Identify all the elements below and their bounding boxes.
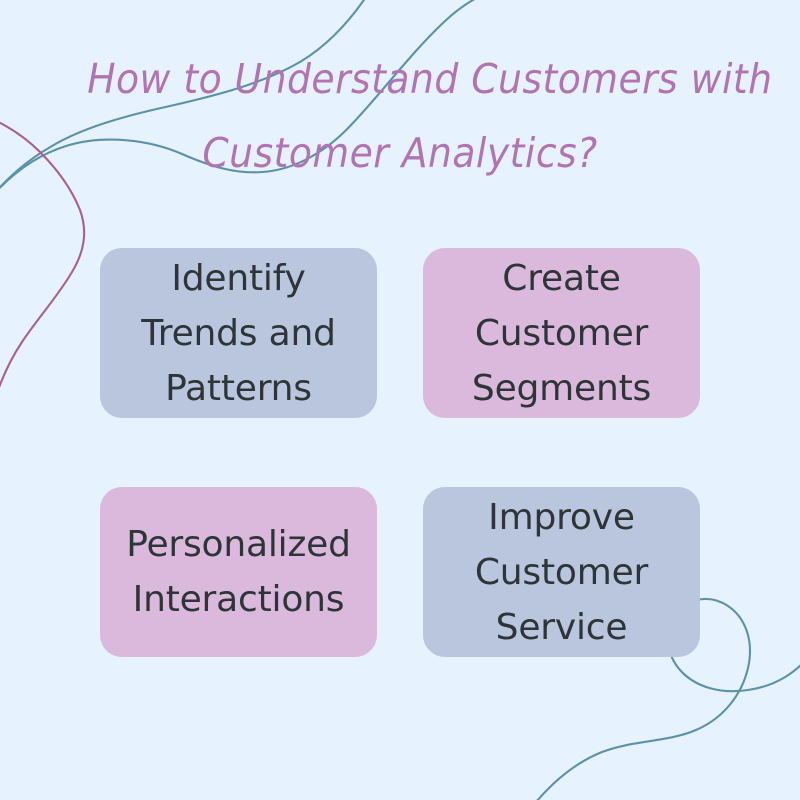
card-label-line-1: Identify <box>171 257 306 299</box>
card-label: Identify Trends and Patterns <box>141 251 336 416</box>
card-label-line-1: Improve <box>488 496 635 538</box>
card-label: Improve Customer Service <box>475 490 648 655</box>
card-label: Create Customer Segments <box>472 251 651 416</box>
card-label-line-1: Personalized <box>126 524 351 565</box>
page-title-line-1: How to Understand Customers with <box>87 55 773 103</box>
page-title: How to Understand Customers with Custome… <box>60 42 773 190</box>
card-personalized-interactions[interactable]: Personalized Interactions <box>100 487 377 657</box>
card-label: Personalized Interactions <box>126 517 351 627</box>
card-label-line-2: Customer <box>474 551 649 593</box>
card-label-line-2: Customer <box>474 312 649 354</box>
card-improve-customer-service[interactable]: Improve Customer Service <box>423 487 700 657</box>
card-identify-trends-and-patterns[interactable]: Identify Trends and Patterns <box>100 248 377 418</box>
card-label-line-1: Create <box>502 257 621 299</box>
card-create-customer-segments[interactable]: Create Customer Segments <box>423 248 700 418</box>
card-label-line-2: Trends and <box>141 312 336 354</box>
card-label-line-3: Segments <box>471 367 652 409</box>
card-label-line-2: Interactions <box>132 579 345 620</box>
cards-grid: Identify Trends and Patterns Create Cust… <box>100 248 700 657</box>
card-label-line-3: Patterns <box>165 367 312 409</box>
page-title-line-2: Customer Analytics? <box>202 129 598 177</box>
card-label-line-3: Service <box>495 606 628 648</box>
